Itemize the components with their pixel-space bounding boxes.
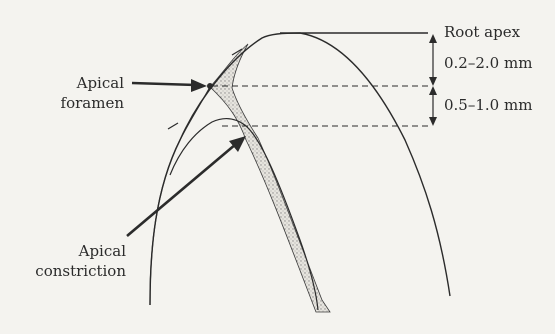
apical-constriction-label-line1: Apical bbox=[78, 242, 126, 260]
measure-top-label: 0.2–2.0 mm bbox=[444, 54, 533, 72]
foramen-arrow-shaft bbox=[131, 81, 197, 87]
measure-bottom-arrow-down bbox=[429, 117, 437, 126]
root-canal bbox=[209, 43, 331, 313]
apical-foramen-label: Apical foramen bbox=[46, 73, 124, 113]
apical-foramen-label-line1: Apical bbox=[76, 74, 124, 92]
measure-bottom-arrow-up bbox=[429, 86, 437, 95]
tick-mark bbox=[167, 122, 179, 130]
measure-top-arrow-up bbox=[429, 34, 437, 43]
measure-bottom-label: 0.5–1.0 mm bbox=[444, 96, 533, 114]
apical-foramen-label-line2: foramen bbox=[60, 94, 124, 112]
root-outline-inner bbox=[169, 117, 319, 311]
constriction-arrow-shaft bbox=[126, 143, 237, 237]
apical-constriction-label-line2: constriction bbox=[35, 262, 126, 280]
apical-foramen-dot bbox=[207, 83, 213, 89]
measure-top-arrow-down bbox=[429, 77, 437, 86]
foramen-arrow-head bbox=[191, 79, 207, 92]
tick-mark bbox=[231, 48, 243, 56]
apical-constriction-label: Apical constriction bbox=[18, 241, 126, 281]
root-apex-label: Root apex bbox=[444, 23, 521, 41]
canal-wall-left bbox=[149, 86, 211, 306]
constriction-arrow-head bbox=[229, 136, 246, 152]
